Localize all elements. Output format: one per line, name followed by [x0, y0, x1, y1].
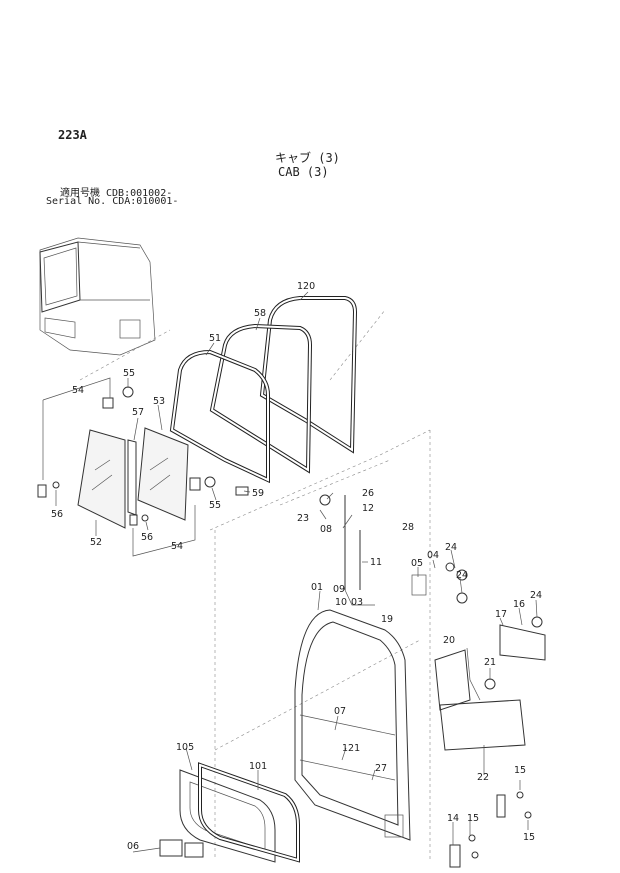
handle-plate-20	[434, 649, 526, 751]
callout-17: 17	[495, 609, 507, 620]
callout-55a: 55	[123, 368, 135, 379]
callout-26: 26	[362, 488, 374, 499]
callout-22: 22	[477, 772, 489, 783]
door-assembly-01	[294, 609, 411, 841]
callout-03: 03	[351, 597, 363, 608]
callout-19: 19	[381, 614, 393, 625]
window-seal-120	[259, 296, 358, 454]
callout-56a: 56	[51, 509, 63, 520]
callout-54a: 54	[72, 385, 84, 396]
callout-06: 06	[127, 841, 139, 852]
title-japanese: キャブ (3)	[275, 151, 340, 165]
callout-04: 04	[427, 550, 439, 561]
callout-07: 07	[334, 706, 346, 717]
callout-105: 105	[176, 742, 194, 753]
window-seal-51	[169, 349, 270, 484]
callout-51: 51	[209, 333, 221, 344]
callout-52: 52	[90, 537, 102, 548]
striker-14	[449, 794, 506, 868]
callout-15b: 15	[467, 813, 479, 824]
callout-12: 12	[362, 503, 374, 514]
lock-plate-17	[499, 624, 546, 661]
callout-08: 08	[320, 524, 332, 535]
rail-57	[127, 439, 137, 516]
callout-20: 20	[443, 635, 455, 646]
door-rod-parts	[344, 495, 427, 606]
callout-23: 23	[297, 513, 309, 524]
callout-58: 58	[254, 308, 266, 319]
callout-28: 28	[402, 522, 414, 533]
serial-english: Serial No. CDA:010001-	[46, 196, 179, 207]
callout-21: 21	[484, 657, 496, 668]
glass-panel-52	[77, 429, 126, 529]
callout-27: 27	[375, 763, 387, 774]
callout-57: 57	[132, 407, 144, 418]
callout-14: 14	[447, 813, 459, 824]
callout-01: 01	[311, 582, 323, 593]
callout-15a: 15	[514, 765, 526, 776]
callout-59: 59	[252, 488, 264, 499]
callout-53: 53	[153, 396, 165, 407]
title-english: CAB (3)	[278, 165, 329, 179]
callout-55b: 55	[209, 500, 221, 511]
callout-05: 05	[411, 558, 423, 569]
serial-japanese: 適用号機 CDB:001002-	[60, 188, 173, 199]
callout-24b: 24	[456, 570, 468, 581]
callout-120: 120	[297, 281, 315, 292]
callout-09: 09	[333, 584, 345, 595]
seal-101	[198, 762, 300, 863]
callout-54b: 54	[171, 541, 183, 552]
callout-121: 121	[342, 743, 360, 754]
callout-56b: 56	[141, 532, 153, 543]
callout-101: 101	[249, 761, 267, 772]
bracket-06	[159, 839, 204, 858]
leader-lines	[42, 291, 538, 853]
callout-10: 10	[335, 597, 347, 608]
callout-16: 16	[513, 599, 525, 610]
window-seal-58	[209, 323, 313, 474]
callout-24c: 24	[530, 590, 542, 601]
callout-15c: 15	[523, 832, 535, 843]
assembly-guide-lines	[79, 309, 431, 860]
cab-overview-illustration	[39, 237, 156, 356]
glass-panel-53	[137, 427, 189, 521]
callout-24a: 24	[445, 542, 457, 553]
callout-11: 11	[370, 557, 382, 568]
page-number: 223A	[58, 128, 87, 142]
